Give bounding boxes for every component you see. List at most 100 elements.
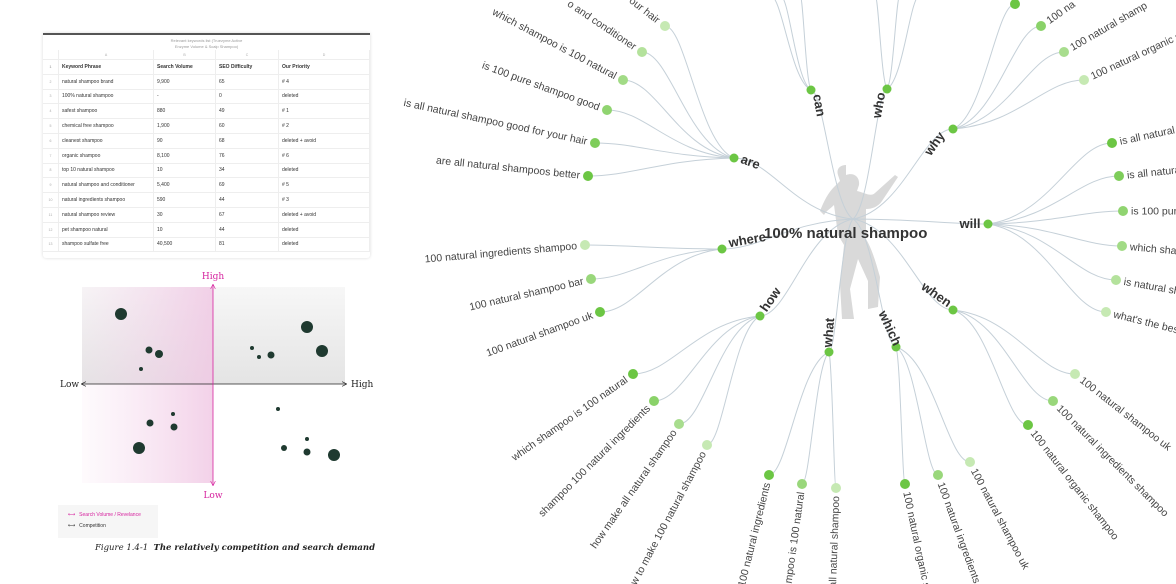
- table-cell[interactable]: 69: [215, 177, 279, 194]
- leaf-keyword[interactable]: 100 natural ingredients: [736, 481, 773, 584]
- branch-label[interactable]: how: [757, 284, 785, 315]
- leaf-node[interactable]: [1079, 75, 1089, 85]
- header-cell[interactable]: Search Volume: [153, 59, 216, 75]
- branch-label[interactable]: who: [869, 91, 888, 120]
- table-cell[interactable]: deleted + avoid: [278, 133, 370, 149]
- column-letter[interactable]: B: [153, 50, 216, 60]
- leaf-keyword[interactable]: 100 natural shampoo uk: [485, 309, 596, 359]
- table-cell[interactable]: top 10 natural shampoo: [58, 163, 154, 179]
- leaf-keyword[interactable]: which sham: [1128, 241, 1176, 258]
- leaf-node[interactable]: [580, 240, 590, 250]
- header-cell[interactable]: Our Priority: [278, 59, 370, 75]
- table-cell[interactable]: natural shampoo brand: [58, 74, 154, 90]
- branch-label[interactable]: where: [726, 229, 767, 250]
- leaf-node[interactable]: [628, 369, 638, 379]
- table-cell[interactable]: safest shampoo: [58, 103, 154, 120]
- table-cell[interactable]: 90: [153, 133, 216, 149]
- table-cell[interactable]: # 1: [278, 103, 370, 120]
- leaf-node[interactable]: [1048, 396, 1058, 406]
- leaf-keyword[interactable]: are all natural shampoos better: [435, 155, 581, 182]
- table-cell[interactable]: 880: [153, 103, 216, 120]
- branch-label[interactable]: will: [959, 216, 981, 231]
- table-cell[interactable]: 8,100: [153, 148, 216, 164]
- leaf-node[interactable]: [674, 419, 684, 429]
- table-cell[interactable]: pet shampoo natural: [58, 222, 154, 238]
- table-cell[interactable]: 5,400: [153, 177, 216, 194]
- column-letter[interactable]: D: [278, 50, 370, 60]
- table-cell[interactable]: # 2: [278, 118, 370, 134]
- leaf-node[interactable]: [1117, 241, 1127, 251]
- leaf-node[interactable]: [586, 274, 596, 284]
- table-cell[interactable]: shampoo sulfate free: [58, 237, 154, 253]
- table-cell[interactable]: 67: [215, 207, 279, 223]
- leaf-keyword[interactable]: 100 natural shamp: [1068, 0, 1149, 54]
- leaf-node[interactable]: [618, 75, 628, 85]
- branch-node-will[interactable]: [983, 219, 993, 229]
- leaf-node[interactable]: [764, 470, 774, 480]
- leaf-node[interactable]: [602, 105, 612, 115]
- leaf-keyword[interactable]: what's the best: [1111, 308, 1176, 337]
- leaf-keyword[interactable]: how to make 100 natural shampoo: [623, 449, 709, 584]
- leaf-keyword[interactable]: 100 natural ingredients shampoo: [1054, 403, 1171, 520]
- table-cell[interactable]: 30: [153, 207, 216, 223]
- table-cell[interactable]: 49: [215, 103, 279, 120]
- leaf-node[interactable]: [1101, 307, 1111, 317]
- table-cell[interactable]: 68: [215, 133, 279, 149]
- leaf-node[interactable]: [831, 483, 841, 493]
- leaf-keyword[interactable]: is all natural shampoo good for your hai…: [403, 97, 589, 148]
- header-cell[interactable]: Keyword Phrase: [58, 59, 154, 75]
- leaf-keyword[interactable]: is natural sh: [1123, 276, 1176, 298]
- header-cell[interactable]: SEO Difficulty: [215, 59, 279, 75]
- table-cell[interactable]: 65: [215, 74, 279, 90]
- leaf-node[interactable]: [637, 47, 647, 57]
- leaf-node[interactable]: [1118, 206, 1128, 216]
- table-cell[interactable]: 44: [215, 222, 279, 238]
- table-cell[interactable]: natural shampoo review: [58, 207, 154, 223]
- leaf-keyword[interactable]: is 100 pure shampoo good: [480, 60, 601, 114]
- leaf-node[interactable]: [1070, 369, 1080, 379]
- branch-node-how[interactable]: [755, 311, 765, 321]
- leaf-keyword[interactable]: 100 natural organic shampoo: [1028, 428, 1121, 543]
- table-cell[interactable]: # 5: [278, 177, 370, 194]
- table-cell[interactable]: 100% natural shampoo: [58, 89, 154, 105]
- leaf-keyword[interactable]: shampoo 100 natural ingredients: [536, 403, 653, 520]
- leaf-keyword[interactable]: our hair: [627, 0, 663, 27]
- leaf-keyword[interactable]: 100 natural shampoo uk: [968, 466, 1032, 572]
- table-cell[interactable]: 34: [215, 163, 279, 179]
- table-cell[interactable]: deleted: [278, 222, 370, 238]
- table-cell[interactable]: 40,500: [153, 237, 216, 253]
- column-letter[interactable]: A: [58, 50, 154, 60]
- table-cell[interactable]: 44: [215, 192, 279, 208]
- leaf-keyword[interactable]: 100 na: [1044, 0, 1077, 27]
- branch-node-which[interactable]: [891, 342, 901, 352]
- leaf-node[interactable]: [965, 457, 975, 467]
- table-cell[interactable]: 9,900: [153, 74, 216, 90]
- leaf-node[interactable]: [1036, 21, 1046, 31]
- table-cell[interactable]: 1,900: [153, 118, 216, 134]
- table-cell[interactable]: 60: [215, 118, 279, 134]
- table-cell[interactable]: deleted: [278, 89, 370, 105]
- leaf-node[interactable]: [1059, 47, 1069, 57]
- leaf-keyword[interactable]: is all natural s: [1119, 123, 1176, 148]
- table-cell[interactable]: 10: [153, 163, 216, 179]
- table-cell[interactable]: deleted: [278, 163, 370, 179]
- branch-node-what[interactable]: [824, 347, 834, 357]
- leaf-node[interactable]: [660, 21, 670, 31]
- leaf-keyword[interactable]: is 100 pure: [1131, 206, 1176, 218]
- table-cell[interactable]: # 4: [278, 74, 370, 90]
- table-cell[interactable]: -: [153, 89, 216, 105]
- branch-label[interactable]: which: [875, 307, 905, 348]
- leaf-node[interactable]: [649, 396, 659, 406]
- leaf-keyword[interactable]: is all natural: [1126, 164, 1176, 182]
- leaf-keyword[interactable]: ampoo is 100 natural: [782, 491, 808, 584]
- branch-label[interactable]: are: [739, 151, 762, 172]
- branch-node-can[interactable]: [806, 85, 816, 95]
- table-cell[interactable]: chemical free shampoo: [58, 118, 154, 134]
- table-cell[interactable]: 76: [215, 148, 279, 164]
- table-cell[interactable]: deleted + avoid: [278, 207, 370, 223]
- table-cell[interactable]: 81: [215, 237, 279, 253]
- table-cell[interactable]: # 6: [278, 148, 370, 164]
- column-letter[interactable]: C: [215, 50, 279, 60]
- table-cell[interactable]: deleted: [278, 237, 370, 253]
- table-cell[interactable]: cleanest shampoo: [58, 133, 154, 149]
